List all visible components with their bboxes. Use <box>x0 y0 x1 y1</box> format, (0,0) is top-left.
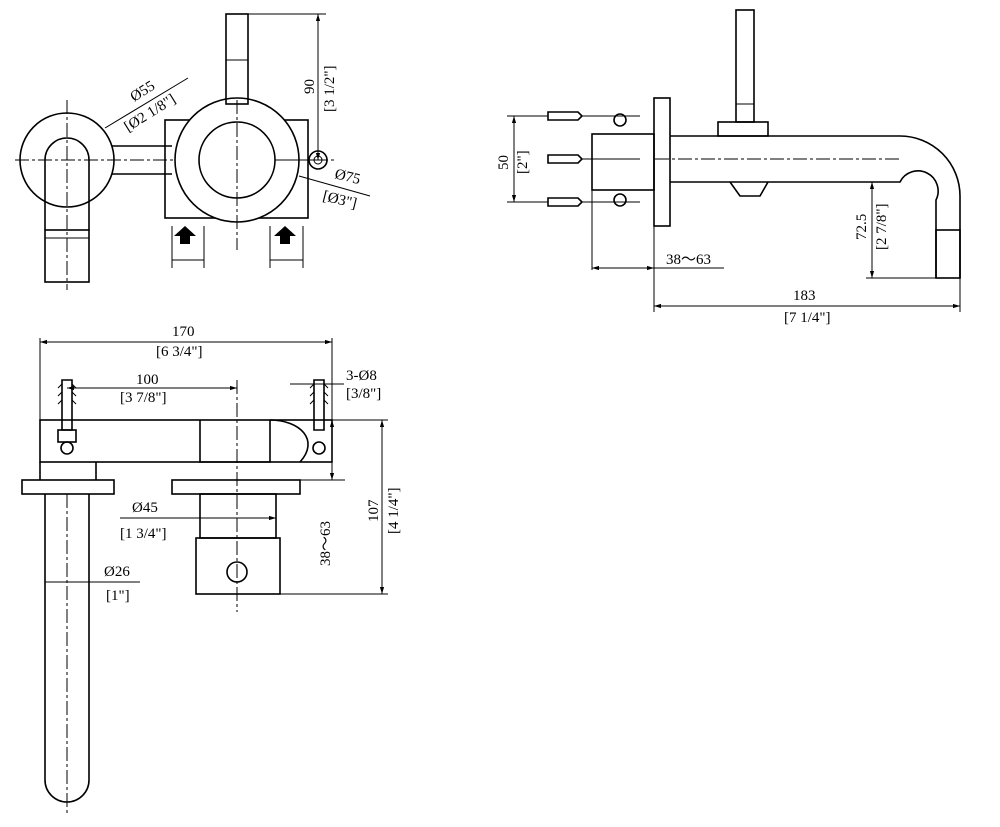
anchor-top <box>547 111 640 127</box>
side-spout <box>670 135 961 278</box>
spout-diameter-inch-label: [Ø2 1/8"] <box>122 91 179 135</box>
wall-depth-label: 38～63 <box>666 252 711 268</box>
escutcheon-diameter-inch-label: [1 3/4"] <box>120 526 167 542</box>
body-depth-inch-label: [4 1/4"] <box>386 487 402 534</box>
body-depth-label: 107 <box>366 499 382 522</box>
valve-handle <box>195 537 281 595</box>
projection-inch-label: [7 1/4"] <box>784 310 831 326</box>
front-view: Ø55 [Ø2 1/8"] 90 [3 1/2"] Ø75 [Ø3"] <box>15 13 371 290</box>
handle-height-label: 90 <box>302 79 318 94</box>
handle-lever <box>225 13 249 105</box>
side-handle-box <box>717 121 769 137</box>
anchor-middle <box>547 154 640 164</box>
mounting-plate <box>39 419 333 463</box>
spout-drop-label: 72.5 <box>854 214 870 240</box>
overall-width-inch-label: [6 3/4"] <box>156 344 203 360</box>
holes-label: 3-Ø8 <box>346 368 377 384</box>
handle-height-inch-label: [3 1/2"] <box>322 65 338 112</box>
wall-plate <box>653 97 671 227</box>
spout-pipe-diameter-label: Ø26 <box>104 564 130 580</box>
left-escutcheon <box>21 479 115 495</box>
body-diameter-label: Ø75 <box>333 166 362 188</box>
top-view: 170 [6 3/4"] 100 [3 7/8"] 3-Ø8 [3/8"] <box>21 324 402 815</box>
overall-width-label: 170 <box>172 324 195 340</box>
body-diameter-inch-label: [Ø3"] <box>321 188 358 212</box>
projection-label: 183 <box>793 288 816 304</box>
centers-inch-label: [3 7/8"] <box>120 390 167 406</box>
spout-body <box>44 137 90 230</box>
holes-inch-label: [3/8"] <box>346 386 381 402</box>
spout-tip <box>44 229 90 283</box>
inlet-arrow-left <box>174 226 196 244</box>
right-escutcheon <box>171 479 301 495</box>
anchor-bottom <box>547 193 640 207</box>
centers-label: 100 <box>136 372 159 388</box>
side-view: 50 [2"] 38～63 72.5 [2 7/8"] 183 [7 1/4"] <box>496 9 961 326</box>
bolt-left <box>57 379 77 455</box>
spout-pipe-diameter-inch-label: [1"] <box>106 588 130 604</box>
escutcheon-diameter-label: Ø45 <box>132 500 158 516</box>
mount-height-inch-label: [2"] <box>515 150 531 174</box>
bolt-right <box>309 379 329 455</box>
spout-drop-inch-label: [2 7/8"] <box>874 203 890 250</box>
inlet-arrow-right <box>274 226 296 244</box>
rough-depth-label: 38～63 <box>318 521 334 566</box>
mount-height-label: 50 <box>496 155 512 170</box>
